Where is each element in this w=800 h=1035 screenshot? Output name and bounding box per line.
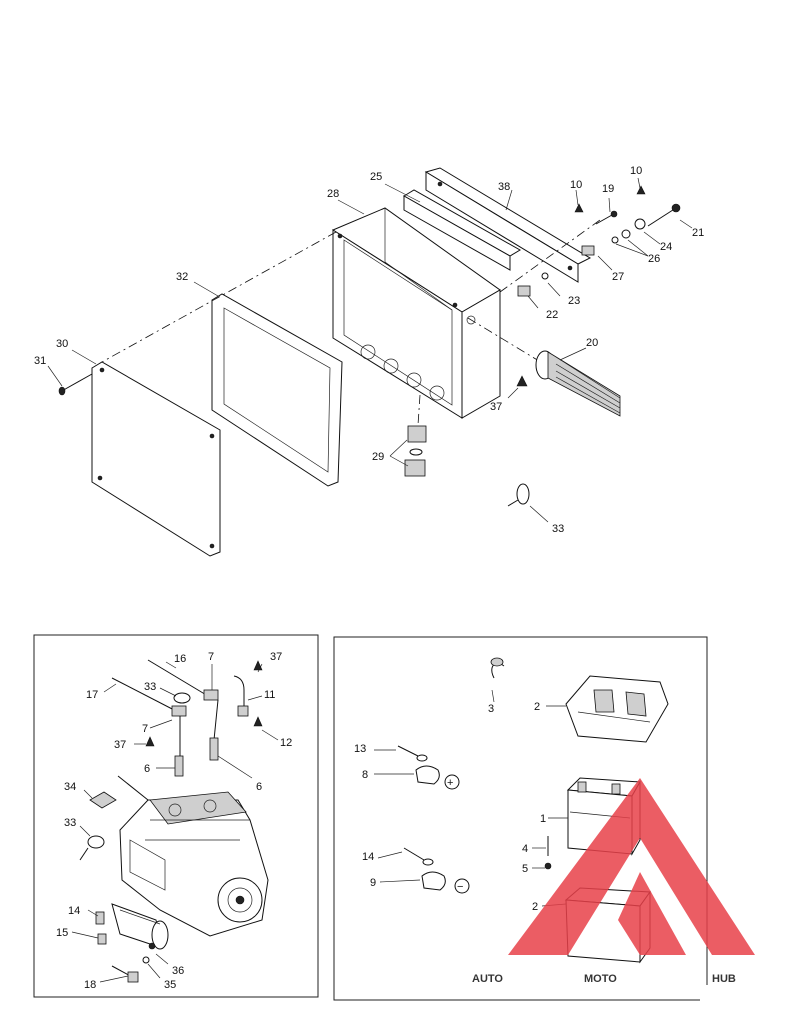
label-11: 11: [264, 689, 275, 701]
label-22: 22: [546, 309, 558, 321]
starter-motor: [111, 903, 169, 964]
label-34: 34: [64, 781, 76, 793]
enclosure-box: [331, 207, 501, 419]
polarity-negative: −: [457, 881, 463, 893]
automotohub-watermark: AUTO MOTO HUB: [472, 778, 755, 985]
label-6b: 6: [256, 781, 262, 793]
label-5: 5: [522, 863, 528, 875]
label-37b: 37: [114, 739, 126, 751]
label-31: 31: [34, 355, 46, 367]
top-assembly: 10 10 19 21 24 26 27 38 25 28 32 30 31 2…: [34, 165, 704, 557]
label-14: 14: [68, 905, 80, 917]
label-37: 37: [490, 401, 502, 413]
label-1: 1: [540, 813, 546, 825]
watermark-triangle-logo: [508, 778, 755, 955]
label-10a: 10: [570, 179, 582, 191]
watermark-moto: MOTO: [584, 973, 617, 985]
cable-tie-top: [507, 483, 530, 507]
watermark-triangle: [508, 778, 755, 955]
cable-gland: [535, 350, 621, 417]
label-27: 27: [612, 271, 624, 283]
label-28: 28: [327, 188, 339, 200]
watermark-auto: AUTO: [472, 973, 503, 985]
label-38: 38: [498, 181, 510, 193]
label-19: 19: [602, 183, 614, 195]
label-32: 32: [176, 271, 188, 283]
screw-31: [58, 373, 93, 396]
label-33a: 33: [144, 681, 156, 693]
label-13: 13: [354, 743, 366, 755]
label-26: 26: [648, 253, 660, 265]
engine-block: [119, 791, 269, 937]
label-17: 17: [86, 689, 98, 701]
label-7b: 7: [142, 723, 148, 735]
label-6a: 6: [144, 763, 150, 775]
label-35: 35: [164, 979, 176, 991]
label-24: 24: [660, 241, 672, 253]
gasket-frame: [211, 293, 343, 487]
label-36: 36: [172, 965, 184, 977]
label-29: 29: [372, 451, 384, 463]
label-21: 21: [692, 227, 704, 239]
cover-plate: [91, 361, 221, 557]
label-3: 3: [488, 703, 494, 715]
label-33b: 33: [64, 817, 76, 829]
label-8: 8: [362, 769, 368, 781]
label-25: 25: [370, 171, 382, 183]
label-23: 23: [568, 295, 580, 307]
fittings-29: [404, 425, 427, 477]
label-15: 15: [56, 927, 68, 939]
mounting-bracket: [403, 167, 592, 283]
label-2a: 2: [534, 701, 540, 713]
label-4: 4: [522, 843, 528, 855]
label-12: 12: [280, 737, 292, 749]
watermark-hub: HUB: [712, 973, 736, 985]
label-9: 9: [370, 877, 376, 889]
label-20: 20: [586, 337, 598, 349]
battery-cover: [565, 675, 669, 743]
label-10b: 10: [630, 165, 642, 177]
hardware-set: [516, 185, 681, 387]
label-37a: 37: [270, 651, 282, 663]
label-2b: 2: [532, 901, 538, 913]
label-7a: 7: [208, 651, 214, 663]
label-33: 33: [552, 523, 564, 535]
label-30: 30: [56, 338, 68, 350]
label-14b: 14: [362, 851, 374, 863]
label-18: 18: [84, 979, 96, 991]
polarity-positive: +: [447, 777, 453, 789]
label-16: 16: [174, 653, 186, 665]
compressor-panel: 16 7 37 17 33 11 7 12 37 6 6 34 33 14 15…: [33, 634, 319, 998]
